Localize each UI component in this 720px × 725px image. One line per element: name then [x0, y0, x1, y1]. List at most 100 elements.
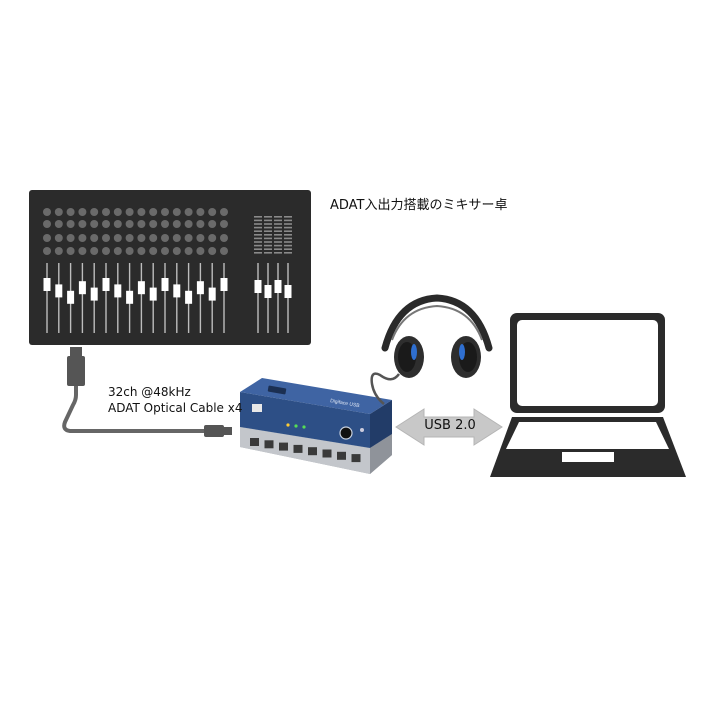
meter-segment [264, 216, 272, 218]
meter-segment [284, 223, 292, 225]
mixer-knob [125, 220, 134, 228]
mixer-knob [161, 247, 169, 255]
mixer-knob [102, 247, 110, 255]
interface-optical-ports [250, 438, 361, 463]
headband [381, 294, 493, 352]
meter-segment [254, 244, 262, 247]
meter-segment [284, 230, 292, 232]
mixer-console [29, 190, 311, 345]
earcup-right-accent [459, 344, 465, 360]
meter-segment [274, 248, 282, 250]
mixer-knob [161, 208, 169, 216]
mixer-knob [208, 234, 217, 242]
mixer-fader-bank [43, 263, 228, 333]
usb-label: USB 2.0 [424, 418, 476, 433]
optical-port [337, 451, 346, 460]
fader-cap [114, 284, 122, 298]
mixer-knob [90, 234, 99, 242]
meter-segment [264, 241, 272, 243]
fader-cap [185, 290, 193, 304]
optical-port [308, 447, 317, 456]
mixer-knob [102, 234, 110, 242]
status-led-1 [286, 423, 290, 427]
mixer-knob [149, 247, 158, 255]
meter-segment [254, 216, 262, 218]
fader-cap [149, 287, 157, 301]
meter-segment [274, 223, 282, 225]
mixer-knob [54, 247, 63, 255]
mixer-knob [66, 247, 75, 255]
fader-cap [220, 278, 228, 291]
mixer-knob [172, 208, 181, 216]
mixer-knob [90, 220, 99, 228]
meter-segment [274, 226, 282, 229]
fader-cap [43, 278, 51, 291]
meter-segment [274, 219, 282, 222]
fader-cap [102, 278, 110, 291]
mixer-knob [149, 220, 158, 228]
meter-segment [264, 248, 272, 250]
meter-segment [264, 244, 272, 247]
mixer-knob [172, 247, 181, 255]
fader-cap [208, 287, 216, 301]
headphones [370, 294, 493, 405]
mixer-knob [172, 234, 181, 242]
mixer-knob [196, 220, 205, 228]
mixer-knob [149, 208, 158, 216]
usb-connection-arrow [395, 408, 503, 446]
meter-segment [284, 241, 292, 243]
meter-segment [284, 219, 292, 222]
meter-segment [284, 226, 292, 229]
mixer-knob [220, 247, 228, 255]
mixer-knob [66, 208, 75, 216]
usb-port [252, 404, 262, 412]
cable-plug-top [67, 356, 85, 386]
fader-cap [137, 281, 145, 295]
optical-port [250, 438, 259, 446]
meter-segment [254, 230, 262, 232]
mixer-knob [196, 208, 205, 216]
mixer-knob [66, 234, 75, 242]
fader-cap [78, 281, 86, 295]
optical-port [279, 442, 288, 451]
mixer-master-section [254, 216, 292, 333]
mixer-knob [184, 234, 193, 242]
interface-logo-badge [267, 385, 287, 395]
mixer-knob [196, 234, 205, 242]
laptop-screen [517, 320, 658, 406]
cable-label-type: ADAT Optical Cable x4 [108, 401, 243, 415]
master-fader-cap [264, 285, 272, 298]
mixer-knob [125, 234, 134, 242]
meter-segment [284, 244, 292, 247]
meter-segment [254, 237, 262, 240]
meter-segment [274, 237, 282, 240]
interface-body [240, 392, 370, 448]
mixer-knob [102, 208, 110, 216]
fader-cap [67, 290, 75, 304]
fader-cap [126, 290, 134, 304]
mixer-knob [54, 208, 63, 216]
mixer-knob [78, 208, 87, 216]
meter-segment [284, 248, 292, 250]
optical-port [264, 440, 274, 449]
mixer-knob-grid [43, 208, 228, 255]
meter-segment [254, 219, 262, 222]
mixer-label: ADAT入出力搭載のミキサー卓 [330, 198, 508, 213]
master-fader-cap [254, 280, 262, 293]
fader-cap [173, 284, 181, 298]
mixer-knob [54, 234, 63, 242]
mixer-knob [161, 234, 169, 242]
meter-segment [254, 226, 262, 229]
meter-segment [274, 252, 282, 254]
mixer-knob [208, 220, 217, 228]
mixer-knob [161, 220, 169, 228]
mixer-knob [54, 220, 63, 228]
mixer-knob [43, 208, 51, 216]
mixer-knob [90, 208, 99, 216]
cable-plug-right [204, 425, 224, 437]
meter-segment [284, 216, 292, 218]
knob-small [360, 428, 364, 432]
master-fader-cap [284, 285, 292, 298]
master-fader-cap [274, 280, 282, 293]
